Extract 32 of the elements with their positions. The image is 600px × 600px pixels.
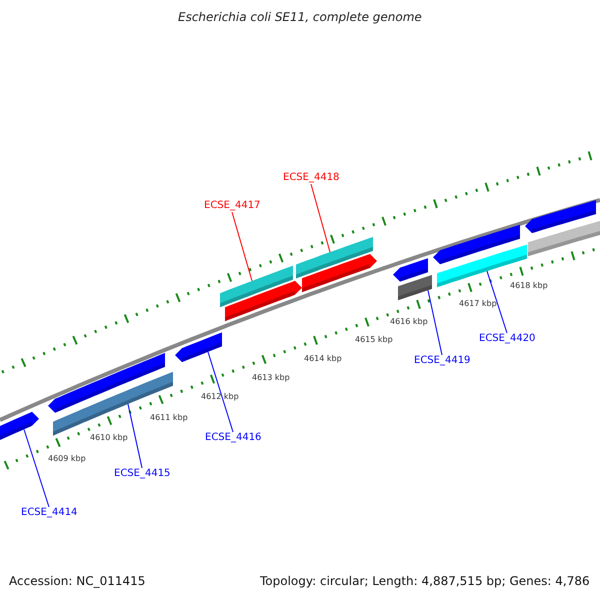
scale-label: 4611 kbp [150, 414, 188, 422]
footer-text: Accession: NC_011415 [9, 575, 146, 587]
scale-label: 4617 kbp [459, 300, 497, 308]
scale-label: 4618 kbp [510, 282, 548, 290]
leader-line [310, 184, 330, 253]
gene-label: ECSE_4415 [114, 469, 170, 479]
leader-line [24, 428, 50, 508]
leader-line [128, 404, 142, 468]
gene-feature [0, 412, 39, 440]
gene-label: ECSE_4419 [414, 356, 470, 366]
gene-feature [296, 236, 373, 278]
gene-label: ECSE_4414 [21, 508, 78, 518]
footer-text: Topology: circular; Length: 4,887,515 bp; Genes: 4,786 [260, 575, 590, 587]
leader-line [428, 290, 442, 356]
gene-label: ECSE_4418 [283, 173, 340, 183]
gene-feature [220, 266, 293, 308]
gene-feature [398, 274, 432, 300]
scale-label: 4614 kbp [304, 355, 342, 363]
scale-label: 4609 kbp [48, 455, 86, 463]
scale-label: 4616 kbp [390, 318, 428, 326]
scale-label: 4615 kbp [355, 336, 393, 344]
gene-label: ECSE_4416 [205, 433, 262, 443]
gene-feature [175, 332, 222, 362]
leader-line [486, 270, 508, 334]
leader-line [208, 351, 234, 432]
scale-label: 4612 kbp [201, 393, 239, 401]
scale-label: 4610 kbp [90, 434, 128, 442]
leader-line [232, 212, 252, 282]
gene-label: ECSE_4417 [204, 201, 260, 211]
title: Escherichia coli SE11, complete genome [178, 11, 422, 23]
scale-label: 4613 kbp [252, 374, 290, 382]
gene-label: ECSE_4420 [479, 334, 536, 344]
